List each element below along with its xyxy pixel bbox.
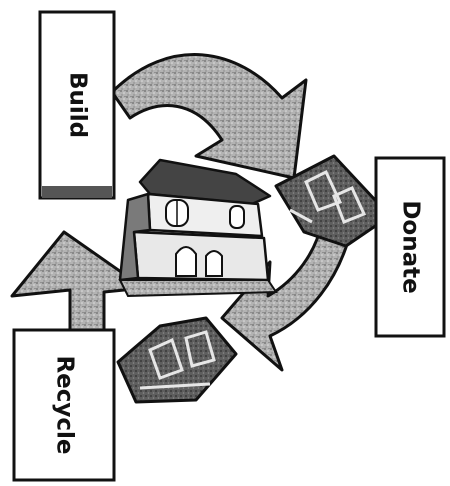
- donate-label: Donate: [398, 200, 424, 293]
- recycle-label: Recycle: [52, 355, 78, 454]
- building-blocks-icon-lower: [118, 318, 236, 402]
- recycle-box: Recycle: [14, 330, 114, 480]
- cycle-arrow-top: [112, 55, 306, 178]
- build-label: Build: [65, 72, 91, 138]
- house-icon: [120, 160, 276, 296]
- build-box: Build: [40, 12, 114, 198]
- donate-box: Donate: [376, 158, 444, 336]
